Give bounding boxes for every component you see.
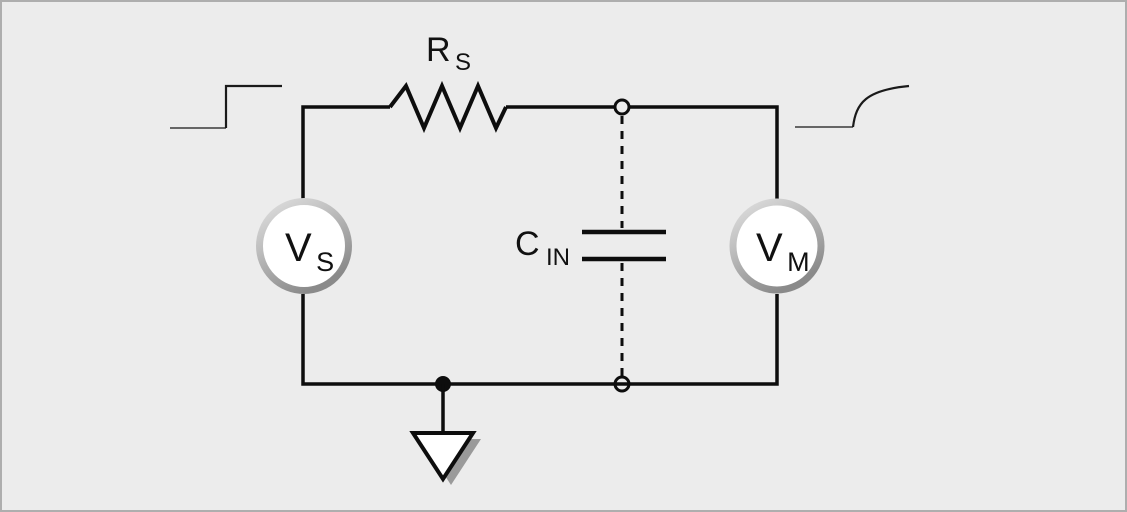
exponential-output-waveform-icon xyxy=(795,84,910,128)
voltage-source-body xyxy=(256,198,352,294)
probe-node-bottom-icon xyxy=(613,375,631,393)
voltage-meter-body xyxy=(729,198,825,294)
exp-rise-curve xyxy=(851,84,910,128)
resistor: R S xyxy=(388,31,508,134)
step-rise-segment xyxy=(224,84,282,128)
probe-node-top-icon xyxy=(613,98,631,116)
voltage-meter: V M xyxy=(729,198,825,294)
voltage-source-label: V S xyxy=(285,226,334,277)
wire-top-right xyxy=(506,105,779,199)
circuit-wires xyxy=(301,105,779,386)
capacitor-branch: C IN xyxy=(515,98,666,393)
step-input-waveform-icon xyxy=(170,84,282,129)
wire-bottom-loop xyxy=(301,294,779,386)
capacitor-label: C IN xyxy=(515,225,570,271)
wire-top-left xyxy=(301,105,390,199)
resistor-zigzag xyxy=(388,80,508,134)
voltage-source: V S xyxy=(256,198,352,294)
voltage-meter-label: V M xyxy=(756,226,810,277)
ground-triangle xyxy=(409,431,477,483)
ground-icon xyxy=(409,376,481,485)
resistor-label: R S xyxy=(426,31,471,76)
